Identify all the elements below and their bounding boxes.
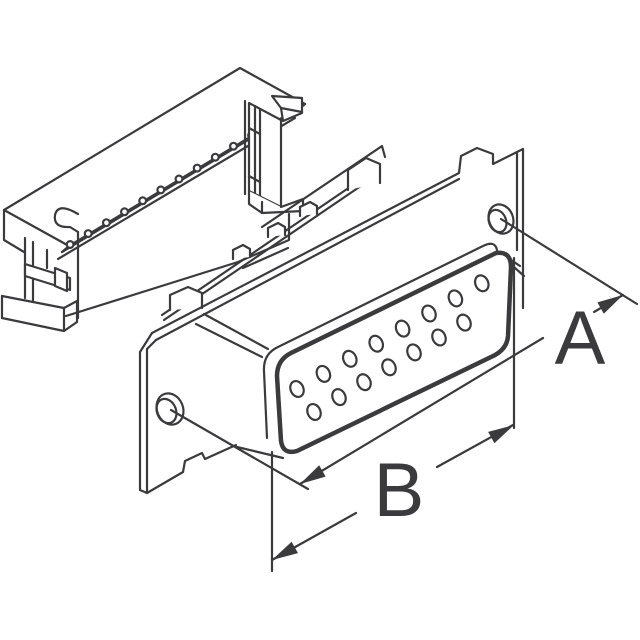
cover-right-latch-post [243, 94, 305, 215]
dsub-shell [194, 242, 526, 460]
pin-hole [341, 349, 358, 368]
latch-slot [53, 266, 69, 293]
dim-label-b: B [374, 448, 425, 533]
mounting-hole-inner [487, 208, 508, 234]
cover-front-bottom-edge [64, 260, 240, 318]
cover-tooth [174, 174, 184, 184]
body-bump-3 [298, 200, 319, 218]
post-notch-1 [247, 126, 262, 136]
pin-hole [289, 379, 305, 399]
pin-holes [289, 274, 490, 422]
cover-tooth [229, 141, 239, 151]
pin-hole [473, 274, 490, 293]
shell-collar-left-1 [194, 322, 264, 359]
cover-tooth [101, 218, 111, 228]
pin-hole [421, 304, 437, 323]
dim-b-arrowhead-right [488, 425, 514, 444]
pin-hole [394, 319, 411, 338]
post-top-tab-edge [279, 106, 304, 114]
dim-a-extension-line-2 [169, 408, 310, 491]
idc-cover-drawing [0, 66, 307, 333]
mounting-flange [138, 146, 525, 495]
post-notch-2 [247, 174, 262, 184]
cover-tooth [65, 240, 75, 250]
post-front-face [247, 101, 283, 209]
body-bump-2 [266, 221, 287, 239]
cover-tooth [156, 185, 166, 195]
latch-foot-top [0, 294, 79, 310]
pin-hole [368, 334, 385, 353]
pin-hole [431, 328, 447, 347]
pin-hole [356, 373, 372, 392]
shell-rear-outline [262, 242, 499, 440]
dim-a-arrowhead-right [597, 295, 623, 314]
shell-skirt-bottom [235, 445, 285, 460]
pin-hole [306, 402, 322, 422]
shell-collar-left-2 [202, 312, 270, 351]
flange-bottom-edge [138, 443, 238, 495]
cover-end-bottom-edge [236, 212, 291, 264]
flange-top-edge-inner [154, 177, 461, 342]
pin-hole [456, 313, 472, 332]
flange-top-edge [150, 146, 525, 335]
pin-hole [331, 388, 347, 407]
dim-b-arrowhead-left [272, 541, 298, 560]
body-top-edge [260, 144, 387, 229]
dim-a-extension-line-1 [499, 217, 639, 306]
dimension-b: B [270, 256, 516, 573]
cover-tooth [138, 196, 148, 206]
cover-tooth [83, 229, 93, 239]
flange-top-left-join [138, 331, 158, 354]
latch-foot-bottom [0, 316, 79, 333]
pin-hole [406, 343, 422, 362]
mounting-hole-bottom-left [155, 392, 185, 426]
dim-a-line-left [298, 336, 545, 486]
body-bump-1 [231, 243, 252, 261]
pin-hole [315, 364, 332, 383]
cover-left-latch [0, 207, 80, 333]
latch-hook [53, 207, 80, 234]
dimension-a: A [169, 217, 639, 491]
dim-a-arrowhead-left [300, 465, 326, 484]
latch-left-edge [2, 208, 26, 254]
mounting-hole-inner [155, 397, 178, 425]
cover-tooth [192, 163, 202, 173]
cover-tooth [119, 207, 129, 217]
rear-insulator-body [160, 144, 387, 322]
body-left-tab [168, 285, 204, 312]
cover-tooth [210, 152, 220, 162]
cover-end-bottom-inner [241, 246, 290, 270]
dim-label-a: A [555, 296, 606, 381]
body-right-tab [346, 156, 382, 192]
pin-hole [381, 358, 397, 377]
pin-hole [447, 289, 464, 308]
